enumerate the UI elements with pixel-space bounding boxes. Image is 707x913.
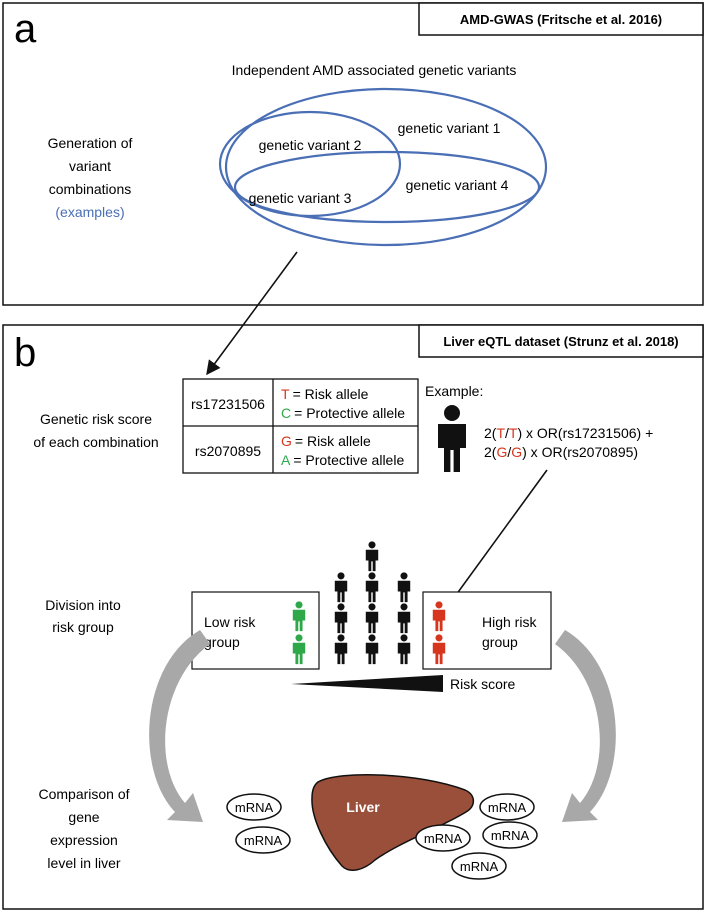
high-risk-label-line-2: group (482, 634, 518, 650)
panel-b-frame (2, 324, 704, 910)
formula-text: 2( (484, 444, 497, 460)
snp-protective-allele: A= Protective allele (281, 452, 404, 468)
mrna-ellipse (226, 793, 282, 821)
population-person-icon (334, 603, 348, 634)
mrna-label: mRNA (235, 800, 274, 815)
formula-allele: G (496, 444, 507, 460)
arrow-to-high-risk (447, 469, 548, 608)
variant-1-label: genetic variant 1 (398, 120, 501, 136)
variant-2-ellipse (218, 110, 402, 218)
liver-label: Liver (346, 799, 380, 815)
mrna-label: mRNA (424, 831, 463, 846)
step-comparison-line-4: level in liver (47, 855, 120, 871)
step-division-line-1: Division into (45, 597, 121, 613)
variant-4-label: genetic variant 4 (406, 177, 509, 193)
low-group-curved-arrow (149, 630, 210, 822)
high-risk-group-box (422, 591, 552, 670)
snp-id: rs17231506 (191, 396, 265, 412)
formula-text: ) x OR(rs2070895) (522, 444, 638, 460)
snp-id: rs2070895 (195, 443, 261, 459)
population-person-icon (397, 572, 411, 603)
protective-allele-letter: C (281, 405, 291, 421)
variant-1-ellipse (224, 87, 548, 247)
mrna-label: mRNA (488, 800, 527, 815)
protective-allele-letter: A (281, 452, 291, 468)
risk-allele-text: = Risk allele (295, 433, 371, 449)
population-person-icon (397, 634, 411, 665)
mrna-ellipse (235, 826, 291, 854)
protective-allele-text: = Protective allele (294, 405, 405, 421)
step-grs-line-1: Genetic risk score (40, 411, 152, 427)
population-person-icon (334, 572, 348, 603)
step-comparison-line-1: Comparison of (38, 786, 129, 802)
snp-table: rs17231506 rs2070895 T= Risk allele C= P… (182, 378, 419, 474)
side-label-examples: (examples) (55, 204, 124, 220)
population-person-icon (365, 603, 379, 634)
variant-3-label: genetic variant 3 (249, 190, 352, 206)
step-comparison-line-3: expression (50, 832, 118, 848)
risk-allele-letter: T (281, 386, 290, 402)
panel-a-heading: Independent AMD associated genetic varia… (232, 62, 517, 78)
formula-text: / (507, 444, 511, 460)
mrna-ellipse (415, 824, 471, 852)
panel-a-source-title: AMD-GWAS (Fritsche et al. 2016) (460, 12, 662, 27)
formula-allele: T (496, 425, 505, 441)
low-risk-label-line-2: group (204, 634, 240, 650)
mrna-label: mRNA (244, 833, 283, 848)
example-person-icon (438, 405, 466, 472)
mrna-ellipse (451, 852, 507, 880)
population-person-icon (365, 541, 379, 572)
panel-b: b Liver eQTL dataset (Strunz et al. 2018… (2, 324, 704, 910)
step-division-line-2: risk group (52, 619, 114, 635)
panel-a-letter: a (14, 7, 37, 51)
variant-4-ellipse (233, 150, 541, 224)
panel-b-source-box (418, 324, 704, 358)
population-person-icon (365, 572, 379, 603)
risk-score-label: Risk score (450, 676, 516, 692)
panel-b-letter: b (14, 331, 36, 375)
panel-a-frame (2, 2, 704, 306)
example-formula-line-1: 2(T/T) x OR(rs17231506) + (484, 425, 653, 441)
panel-a-source-box (418, 2, 704, 36)
protective-allele-text: = Protective allele (293, 452, 404, 468)
arrow-to-snp-table (206, 251, 298, 376)
example-formula-line-2: 2(G/G) x OR(rs2070895) (484, 444, 638, 460)
population-person-icon (397, 603, 411, 634)
formula-text: / (505, 425, 509, 441)
formula-allele: G (511, 444, 522, 460)
risk-allele-text: = Risk allele (293, 386, 369, 402)
mrna-label: mRNA (460, 859, 499, 874)
variant-2-label: genetic variant 2 (259, 137, 362, 153)
high-risk-label-line-1: High risk (482, 614, 537, 630)
side-label-line-1: Generation of (48, 135, 133, 151)
panel-b-source-title: Liver eQTL dataset (Strunz et al. 2018) (443, 334, 678, 349)
risk-score-wedge (291, 675, 443, 692)
example-label: Example: (425, 383, 483, 399)
risk-allele-letter: G (281, 433, 292, 449)
snp-protective-allele: C= Protective allele (281, 405, 405, 421)
liver-shape (311, 774, 475, 872)
mrna-ellipse (482, 821, 538, 849)
side-label-line-2: variant (69, 158, 111, 174)
formula-text: 2( (484, 425, 497, 441)
mrna-ellipse (479, 793, 535, 821)
side-label-line-3: combinations (49, 181, 132, 197)
mrna-label: mRNA (491, 828, 530, 843)
formula-text: ) x OR(rs17231506) + (517, 425, 653, 441)
snp-risk-allele: G= Risk allele (281, 433, 371, 449)
high-group-curved-arrow (555, 630, 616, 822)
step-comparison-line-2: gene (68, 809, 99, 825)
step-grs-line-2: of each combination (33, 434, 158, 450)
snp-risk-allele: T= Risk allele (281, 386, 369, 402)
population-person-icon (334, 634, 348, 665)
population-person-icon (365, 634, 379, 665)
panel-a: a AMD-GWAS (Fritsche et al. 2016) Indepe… (2, 2, 704, 306)
formula-allele: T (509, 425, 518, 441)
low-risk-label-line-1: Low risk (204, 614, 256, 630)
